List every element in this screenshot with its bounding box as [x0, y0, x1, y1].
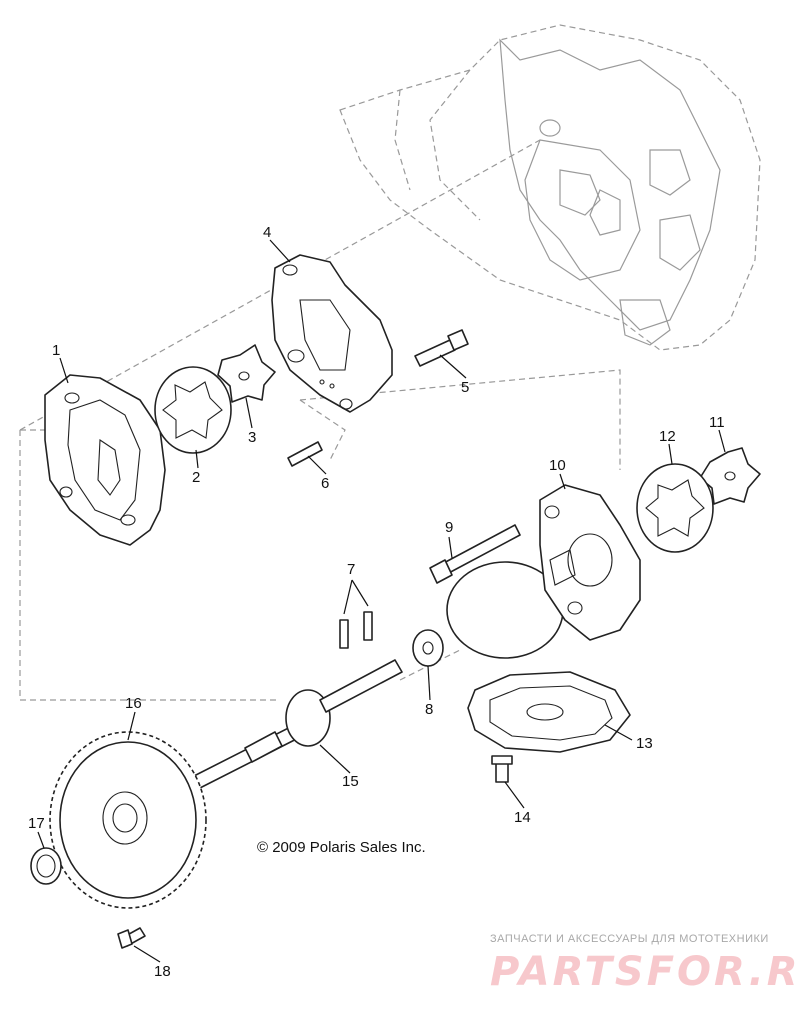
- callout-1: 1: [52, 342, 60, 359]
- part-3-inner-rotor: [217, 344, 276, 403]
- part-10-pump-housing: [446, 484, 641, 659]
- part-11-inner-rotor: [699, 447, 761, 505]
- part-7-pins: [339, 611, 373, 649]
- part-2-outer-rotor: [154, 366, 232, 454]
- callout-9: 9: [445, 519, 453, 536]
- part-14-small-bolt: [491, 755, 513, 783]
- callout-13: 13: [636, 735, 653, 752]
- leader-lines: [37, 239, 726, 963]
- callout-2: 2: [192, 469, 200, 486]
- callout-18: 18: [154, 963, 171, 980]
- part-15-drive-shaft: [189, 659, 403, 791]
- callout-14: 14: [514, 809, 531, 826]
- part-6-dowel-pin: [287, 441, 323, 467]
- callout-10: 10: [549, 457, 566, 474]
- callout-17: 17: [28, 815, 45, 832]
- callout-15: 15: [342, 773, 359, 790]
- part-12-outer-rotor: [636, 463, 714, 553]
- part-5-bolt: [414, 329, 469, 367]
- part-4-pump-cover: [271, 254, 393, 413]
- callout-5: 5: [461, 379, 469, 396]
- callout-16: 16: [125, 695, 142, 712]
- part-9-long-bolt: [429, 524, 521, 584]
- watermark: ЗАПЧАСТИ И АКСЕССУАРЫ ДЛЯ МОТОТЕХНИКИ PA…: [490, 933, 800, 995]
- callout-numbers: 1 2 3 4 5 6 7 8 9 10 11 12 13 14 15 16 1…: [28, 224, 725, 980]
- callout-7: 7: [347, 561, 355, 578]
- part-8-washer: [412, 629, 444, 667]
- part-18-gear-bolt: [117, 927, 146, 949]
- callout-11: 11: [709, 414, 725, 431]
- callout-12: 12: [659, 428, 676, 445]
- part-13-cover-plate: [467, 671, 631, 753]
- part-17-seal-ring: [30, 847, 62, 885]
- engine-crankcase: [339, 24, 761, 351]
- watermark-logo: PARTSFOR.RU: [490, 949, 800, 995]
- callout-4: 4: [263, 224, 271, 241]
- callout-3: 3: [248, 429, 256, 446]
- part-1-pump-body: [44, 374, 166, 546]
- callout-8: 8: [425, 701, 433, 718]
- copyright-notice: © 2009 Polaris Sales Inc.: [257, 839, 426, 856]
- watermark-tagline: ЗАПЧАСТИ И АКСЕССУАРЫ ДЛЯ МОТОТЕХНИКИ: [490, 933, 769, 945]
- part-16-drive-gear: [49, 731, 207, 909]
- callout-6: 6: [321, 475, 329, 492]
